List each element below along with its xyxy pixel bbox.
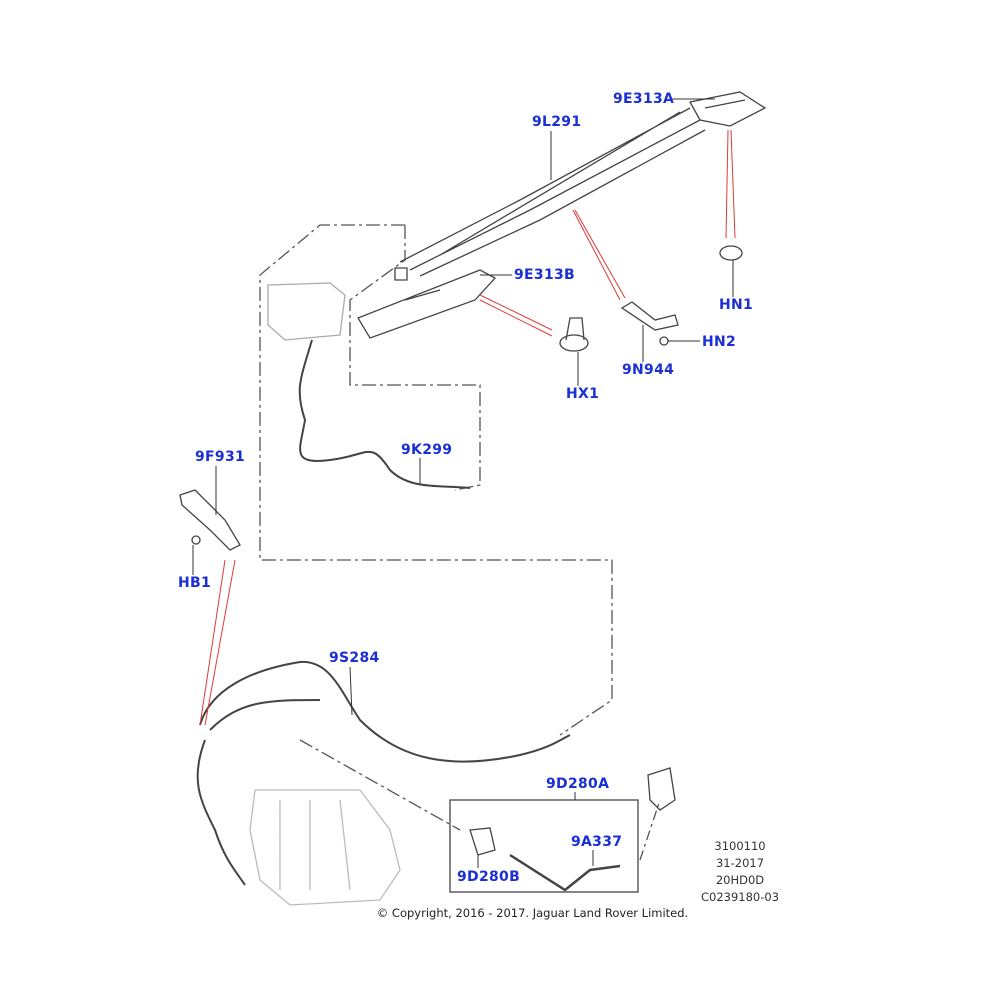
part-9d280b xyxy=(469,827,496,856)
callout-9f931[interactable]: 9F931 xyxy=(195,449,246,465)
callout-9k299[interactable]: 9K299 xyxy=(401,442,453,458)
part-hn2 xyxy=(659,336,669,346)
part-9d280a xyxy=(647,767,676,811)
callout-hb1[interactable]: HB1 xyxy=(178,575,212,591)
part-module xyxy=(267,282,346,341)
part-9k299 xyxy=(298,339,471,489)
callout-hn1[interactable]: HN1 xyxy=(719,297,754,313)
info-line: 20HD0D xyxy=(715,873,765,887)
part-9n944 xyxy=(620,301,679,331)
part-hb1 xyxy=(191,535,201,545)
callout-9l291[interactable]: 9L291 xyxy=(532,114,582,130)
part-9e313b xyxy=(357,269,497,339)
info-line: 3100110 xyxy=(714,839,766,853)
info-line: C0239180-03 xyxy=(700,890,780,904)
part-9a337 xyxy=(509,853,621,892)
part-9l291 xyxy=(394,107,706,281)
callout-9e313a[interactable]: 9E313A xyxy=(613,91,675,107)
part-9f931 xyxy=(179,489,241,551)
copyright-notice: © Copyright, 2016 - 2017. Jaguar Land Ro… xyxy=(376,906,689,920)
info-line: 31-2017 xyxy=(715,856,765,870)
group-outline-upper xyxy=(259,224,613,736)
box-9d280a xyxy=(449,799,639,893)
callout-9d280a[interactable]: 9D280A xyxy=(546,776,610,792)
callout-9n944[interactable]: 9N944 xyxy=(622,362,675,378)
part-hn1 xyxy=(719,245,743,261)
group-outline-lower xyxy=(299,739,461,831)
callout-9d280b[interactable]: 9D280B xyxy=(457,869,521,885)
part-hx1 xyxy=(559,317,589,352)
callout-9e313b[interactable]: 9E313B xyxy=(514,267,575,283)
callout-9s284[interactable]: 9S284 xyxy=(329,650,380,666)
callout-hn2[interactable]: HN2 xyxy=(702,334,737,350)
callout-hx1[interactable]: HX1 xyxy=(566,386,600,402)
part-9s284 xyxy=(196,660,571,886)
diagram-info: 3100110 31-2017 20HD0D C0239180-03 xyxy=(700,838,780,906)
group-outline-9d280a xyxy=(639,799,661,861)
part-9e313a xyxy=(688,91,767,127)
callout-9a337[interactable]: 9A337 xyxy=(571,834,623,850)
part-manifold xyxy=(249,789,401,906)
